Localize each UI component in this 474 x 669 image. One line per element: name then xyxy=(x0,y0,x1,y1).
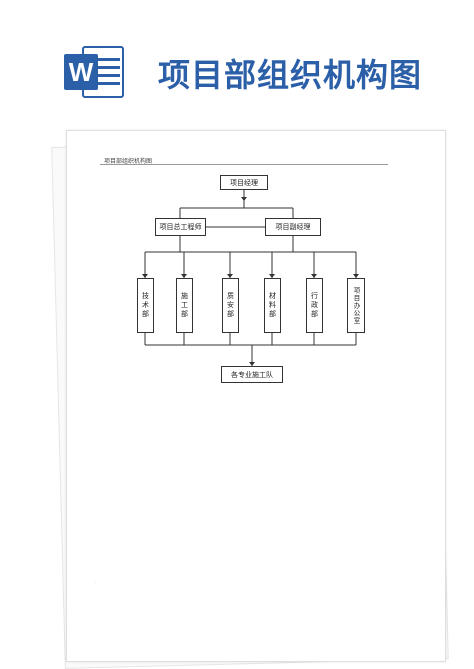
heading-rule xyxy=(100,164,388,165)
org-node-department: 材料部 xyxy=(264,278,281,333)
arrow-dept-4 xyxy=(269,274,275,278)
org-node-chief-engineer: 项目总工程师 xyxy=(155,218,206,236)
arrow-dept-1 xyxy=(142,274,148,278)
word-letter-icon: W xyxy=(64,54,98,90)
org-node-department: 质安部 xyxy=(222,278,239,333)
page-title: 项目部组织机构图 xyxy=(158,56,423,94)
header-banner: W 项目部组织机构图 xyxy=(0,0,474,115)
text-line-icon xyxy=(92,74,120,77)
document-heading: 项目部组织机构图 xyxy=(104,158,153,165)
org-node-department: 施工部 xyxy=(176,278,193,333)
org-node-deputy-manager: 项目副经理 xyxy=(265,218,321,236)
arrow-dept-5 xyxy=(311,274,317,278)
text-line-icon xyxy=(92,82,120,85)
text-line-icon xyxy=(92,66,120,69)
arrow-top xyxy=(241,197,247,201)
org-node-department: 技术部 xyxy=(137,278,154,333)
arrow-dept-6 xyxy=(353,274,359,278)
page-corner-mark: ◦ xyxy=(94,580,97,586)
arrow-dept-2 xyxy=(181,274,187,278)
text-line-icon xyxy=(92,58,120,61)
org-node-department: 项目办公室 xyxy=(347,278,365,333)
org-node-department: 行政部 xyxy=(306,278,323,333)
arrow-dept-3 xyxy=(227,274,233,278)
org-node-project-manager: 项目经理 xyxy=(220,175,268,190)
org-node-construction-teams: 各专业施工队 xyxy=(221,366,283,383)
document-page xyxy=(66,130,446,662)
arrow-bottom xyxy=(249,362,255,366)
word-icon: W xyxy=(64,44,126,100)
